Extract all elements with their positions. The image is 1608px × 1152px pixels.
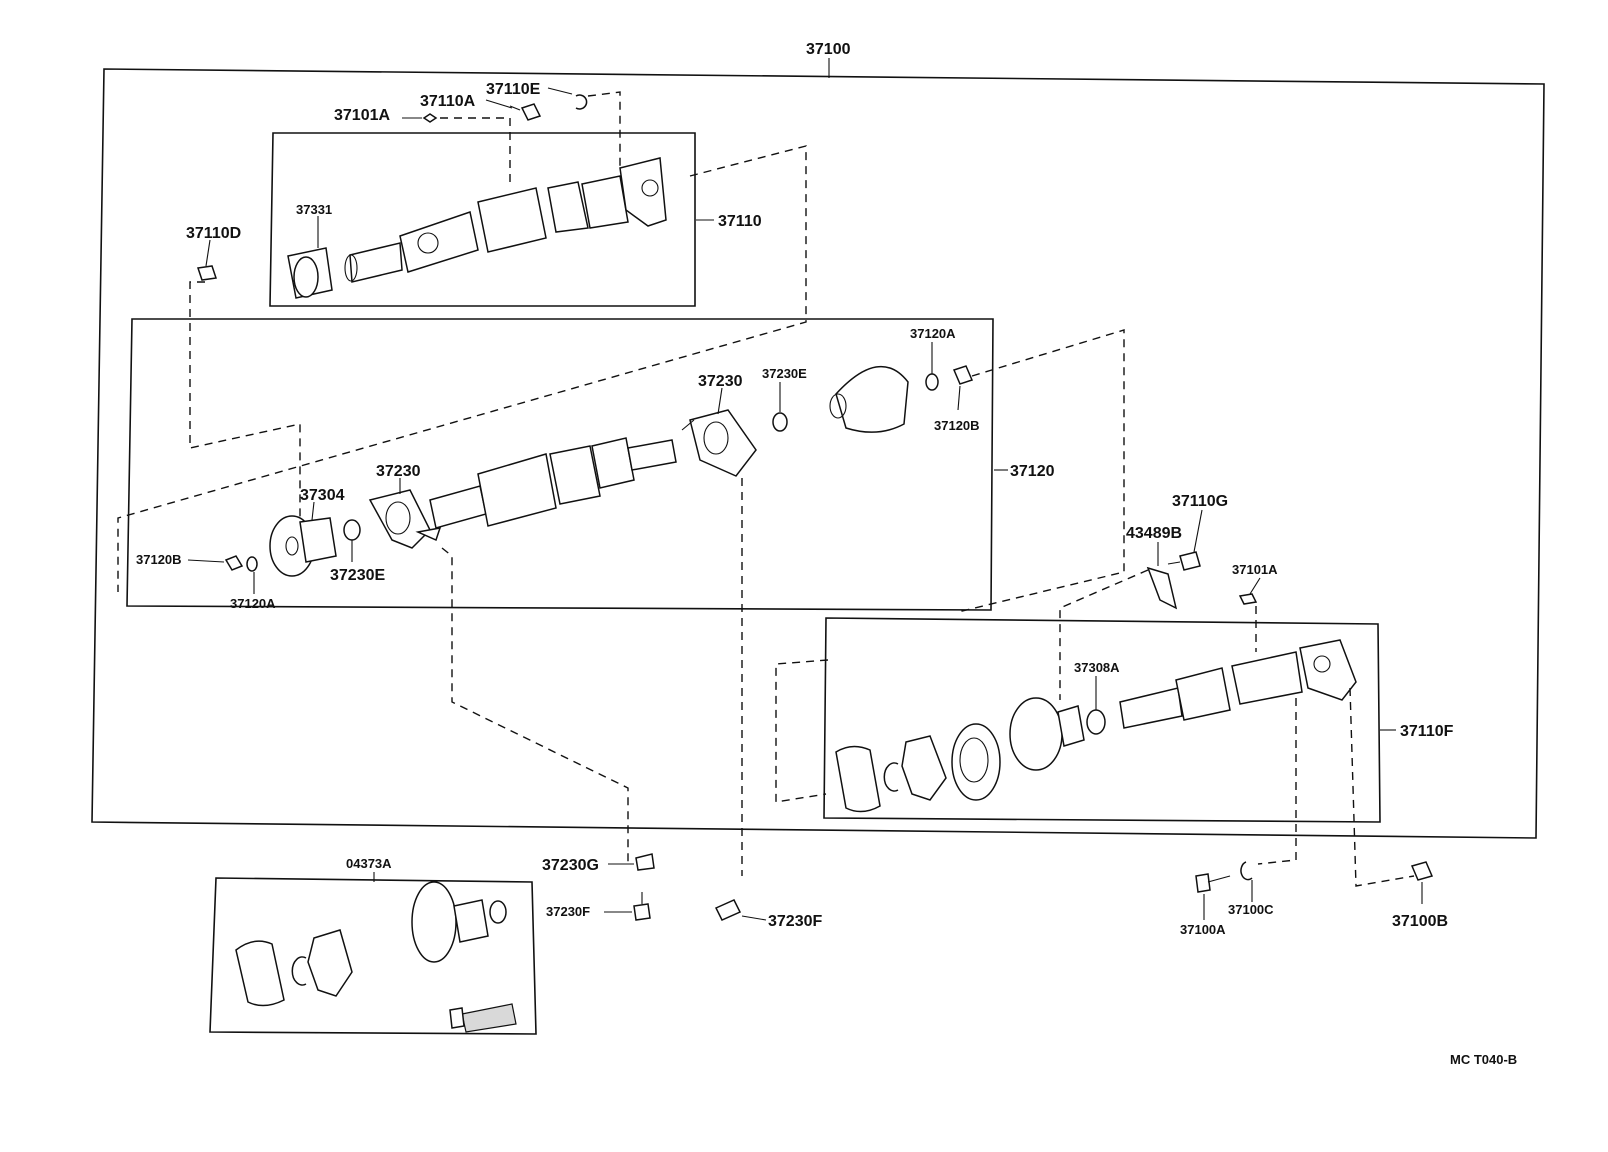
- label-spacer-230g: 37230G: [542, 857, 599, 874]
- key-37101a-top: [422, 113, 438, 123]
- link-mid-to-230g: [441, 547, 629, 862]
- washer-37230e-top: [772, 412, 788, 432]
- label-flange-37304: 37304: [300, 487, 345, 504]
- leader-37110g: [1193, 509, 1203, 553]
- label-washer-e: 37110E: [486, 81, 541, 98]
- boot-kit-box: [209, 877, 537, 1035]
- boot-kit-flange-rear: [835, 745, 881, 813]
- leader-37110a: [485, 99, 513, 109]
- link-rear-to-100b: [1349, 687, 1415, 887]
- link-rear-box-left: [775, 659, 829, 803]
- washer-37100c: [1240, 861, 1253, 881]
- snap-ring-rear: [883, 762, 899, 792]
- label-bolt-100a: 37100A: [1180, 922, 1226, 937]
- boot-rear: [1009, 697, 1085, 771]
- label-nut-100b: 37100B: [1392, 913, 1448, 930]
- front-propeller-shaft: [344, 157, 667, 283]
- nut-37120b-left: [224, 555, 244, 571]
- label-bolt-230f-right: 37230F: [768, 913, 822, 930]
- label-boot-kit: 04373A: [346, 856, 392, 871]
- leader-37120b-left: [187, 559, 225, 563]
- leader-37120b-top: [957, 385, 961, 411]
- leader-37230-right: [717, 387, 723, 415]
- link-101a: [440, 117, 511, 188]
- washer-37110e: [575, 94, 588, 110]
- label-shaft-intermediate: 37120: [1010, 463, 1055, 480]
- label-plate-43489b: 43489B: [1126, 525, 1182, 542]
- label-washer-120a-left: 37120A: [230, 596, 276, 611]
- leader-37101a-right: [1249, 577, 1261, 595]
- bolt-37230f-right: [714, 899, 742, 921]
- link-110e: [587, 91, 621, 168]
- gasket-rear: [901, 735, 947, 801]
- label-bolt-230f-left: 37230F: [546, 904, 590, 919]
- spacer-37230g: [635, 853, 655, 871]
- leader-37110e: [547, 87, 573, 95]
- label-bolt-a: 37110A: [420, 93, 476, 110]
- front-shaft-box: [269, 132, 696, 307]
- leader-37304: [311, 501, 315, 521]
- label-washer-100c: 37100C: [1228, 902, 1274, 917]
- label-washer-120a-top: 37120A: [910, 326, 956, 341]
- plate-43489b: [1146, 566, 1178, 610]
- boot-cup: [829, 365, 909, 433]
- ring-37308a: [1086, 709, 1106, 735]
- label-nut-d: 37110D: [186, 225, 241, 242]
- bolt-37230f-left: [633, 892, 651, 921]
- boot-kit-parts: [235, 881, 517, 1033]
- nut-37120b-top: [952, 365, 974, 385]
- washer-37120a-left: [246, 556, 258, 572]
- bolt-37100a: [1195, 873, 1231, 893]
- rear-propeller-shaft: [1119, 639, 1357, 729]
- rear-shaft-box: [823, 617, 1381, 823]
- bearing-37331: [287, 247, 333, 299]
- bolt-37110g: [1167, 551, 1201, 571]
- label-center-bearing-left: 37230: [376, 463, 421, 480]
- center-bearing-37230-left: [368, 489, 442, 549]
- assembly-outline: [91, 68, 1545, 839]
- leader-37110d: [205, 239, 211, 267]
- link-rear-left: [1059, 569, 1149, 700]
- label-key-101a-top: 37101A: [334, 107, 390, 124]
- label-propeller-shaft-front: 37110: [718, 213, 762, 230]
- key-37101a-right: [1238, 593, 1258, 605]
- link-rear-to-100c: [1257, 698, 1297, 865]
- link-front-to-mid: [117, 145, 807, 592]
- intermediate-propeller-shaft: [429, 437, 677, 529]
- label-nut-120b-left: 37120B: [136, 552, 182, 567]
- label-center-bearing-right: 37230: [698, 373, 743, 390]
- label-key-101a-right: 37101A: [1232, 562, 1278, 577]
- label-washer-230e-left: 37230E: [330, 567, 385, 584]
- washer-37230e-left: [343, 519, 361, 541]
- cv-joint-rear: [951, 723, 1001, 801]
- link-110d: [189, 281, 301, 520]
- nut-37110d: [197, 265, 217, 281]
- intermediate-shaft-box: [126, 318, 994, 611]
- label-figure-code: MC T040-B: [1450, 1052, 1517, 1067]
- label-boot-37308a: 37308A: [1074, 660, 1120, 675]
- label-washer-230e-top: 37230E: [762, 366, 807, 381]
- flange-37304: [269, 515, 337, 577]
- leader-37230f-right: [741, 915, 767, 921]
- label-nut-120b-top: 37120B: [934, 418, 980, 433]
- label-assembly: 37100: [806, 41, 851, 58]
- center-bearing-37230-right: [681, 409, 757, 477]
- washer-37120a-top: [925, 373, 939, 391]
- bolt-37110a: [509, 103, 542, 121]
- nut-37100b: [1410, 861, 1434, 881]
- label-bolt-g: 37110G: [1172, 493, 1228, 510]
- label-bearing-37331: 37331: [296, 202, 332, 217]
- label-propeller-shaft-rear: 37110F: [1400, 723, 1454, 740]
